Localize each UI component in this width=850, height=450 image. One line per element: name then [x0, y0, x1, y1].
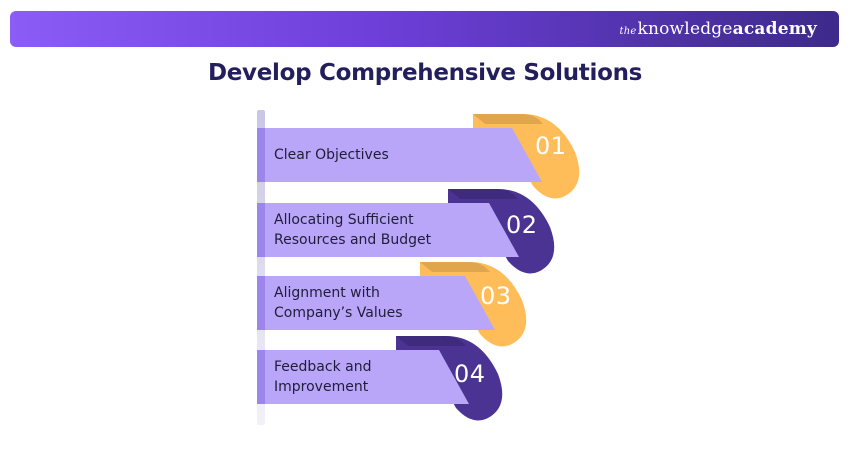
brand-word-academy: academy — [732, 19, 817, 39]
step-2-number: 02 — [506, 211, 538, 239]
brand-logo: theknowledgeacademy — [619, 19, 817, 39]
header-banner: theknowledgeacademy — [10, 11, 839, 47]
step-1-label: Clear Objectives — [274, 147, 389, 163]
vertical-pole — [257, 110, 265, 425]
step-3-label: Alignment with Company’s Values — [274, 285, 403, 321]
step-3-number: 03 — [480, 282, 512, 310]
page-title: Develop Comprehensive Solutions — [207, 60, 643, 86]
step-1-number: 01 — [535, 132, 567, 160]
step-4-label: Feedback and Improvement — [274, 359, 372, 395]
brand-word-knowledge: knowledge — [637, 19, 733, 39]
step-4-number: 04 — [454, 360, 486, 388]
step-2-strip: Allocating Sufficient Resources and Budg… — [257, 203, 519, 257]
step-2-label: Allocating Sufficient Resources and Budg… — [274, 212, 432, 248]
step-3-strip: Alignment with Company’s Values — [257, 276, 495, 330]
brand-prefix: the — [619, 26, 637, 37]
step-4-strip: Feedback and Improvement — [257, 350, 469, 404]
step-1-strip: Clear Objectives — [257, 128, 542, 182]
